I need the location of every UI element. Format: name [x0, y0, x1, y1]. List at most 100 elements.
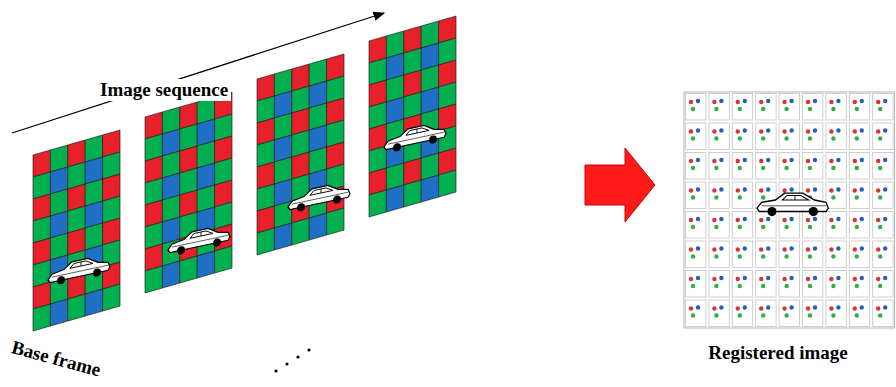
green-sample	[808, 254, 812, 258]
blue-sample	[813, 99, 817, 103]
green-sample	[808, 284, 812, 288]
red-sample	[829, 218, 833, 222]
red-sample	[736, 277, 740, 281]
red-sample	[782, 277, 786, 281]
pixel-cell	[873, 300, 893, 327]
red-sample	[712, 306, 716, 310]
green-sample	[784, 107, 788, 111]
blue-sample	[719, 128, 723, 132]
green-sample	[878, 225, 882, 229]
pixel-cell	[873, 212, 893, 239]
pixel-cell	[732, 271, 752, 298]
bayer-cell	[215, 246, 232, 273]
green-sample	[691, 254, 695, 258]
pixel-cell	[709, 153, 729, 180]
green-sample	[738, 166, 742, 170]
pixel-cell	[826, 94, 846, 121]
blue-sample	[883, 99, 887, 103]
blue-sample	[766, 305, 770, 309]
blue-sample	[743, 128, 747, 132]
green-sample	[784, 254, 788, 258]
pixel-cell	[756, 94, 776, 121]
pixel-cell	[873, 271, 893, 298]
red-sample	[689, 218, 693, 222]
blue-sample	[743, 246, 747, 250]
bayer-cell	[386, 185, 403, 212]
bayer-cell	[162, 261, 179, 288]
blue-sample	[813, 276, 817, 280]
green-sample	[878, 107, 882, 111]
bayer-cell	[404, 180, 421, 207]
red-sample	[689, 100, 693, 104]
blue-sample	[883, 187, 887, 191]
green-sample	[784, 284, 788, 288]
blue-sample	[860, 158, 864, 162]
pixel-cell	[826, 271, 846, 298]
green-sample	[761, 225, 765, 229]
pixel-cell	[779, 153, 799, 180]
red-sample	[712, 129, 716, 133]
pixel-cell	[709, 300, 729, 327]
blue-sample	[696, 158, 700, 162]
blue-sample	[789, 128, 793, 132]
green-sample	[738, 225, 742, 229]
bayer-frame	[369, 16, 456, 217]
red-sample	[782, 159, 786, 163]
pixel-cell	[779, 94, 799, 121]
blue-sample	[696, 99, 700, 103]
red-sample	[759, 277, 763, 281]
pixel-cell	[756, 123, 776, 150]
green-sample	[855, 136, 859, 140]
green-sample	[691, 284, 695, 288]
pixel-cell	[803, 300, 823, 327]
red-sample	[759, 218, 763, 222]
green-sample	[855, 254, 859, 258]
blue-sample	[719, 246, 723, 250]
red-sample	[876, 247, 880, 251]
red-sample	[736, 188, 740, 192]
green-sample	[761, 166, 765, 170]
pixel-cell	[849, 94, 869, 121]
blue-sample	[789, 158, 793, 162]
red-sample	[806, 159, 810, 163]
green-sample	[738, 284, 742, 288]
green-sample	[738, 254, 742, 258]
blue-sample	[743, 99, 747, 103]
red-sample	[759, 159, 763, 163]
car-icon	[48, 254, 110, 287]
blue-sample	[813, 217, 817, 221]
blue-sample	[766, 158, 770, 162]
green-sample	[761, 195, 765, 199]
blue-sample	[696, 276, 700, 280]
pixel-cell	[732, 94, 752, 121]
bayer-cell	[274, 223, 291, 250]
red-sample	[689, 188, 693, 192]
pixel-cell	[732, 300, 752, 327]
pixel-cell	[686, 123, 706, 150]
green-sample	[855, 225, 859, 229]
blue-sample	[789, 276, 793, 280]
green-sample	[714, 136, 718, 140]
blue-sample	[696, 187, 700, 191]
axis-label: Image sequence	[97, 79, 231, 101]
bayer-cell	[180, 256, 197, 283]
red-sample	[736, 129, 740, 133]
blue-sample	[813, 158, 817, 162]
red-sample	[782, 100, 786, 104]
bayer-cell	[309, 213, 326, 240]
bayer-frame	[257, 54, 344, 255]
green-sample	[808, 107, 812, 111]
pixel-cell	[756, 241, 776, 268]
pixel-cell	[686, 212, 706, 239]
green-sample	[761, 313, 765, 317]
red-sample	[736, 159, 740, 163]
green-sample	[831, 136, 835, 140]
bayer-cell	[369, 190, 386, 217]
blue-sample	[883, 217, 887, 221]
blue-sample	[696, 217, 700, 221]
red-sample	[829, 277, 833, 281]
blue-sample	[836, 158, 840, 162]
green-sample	[831, 107, 835, 111]
green-sample	[738, 195, 742, 199]
